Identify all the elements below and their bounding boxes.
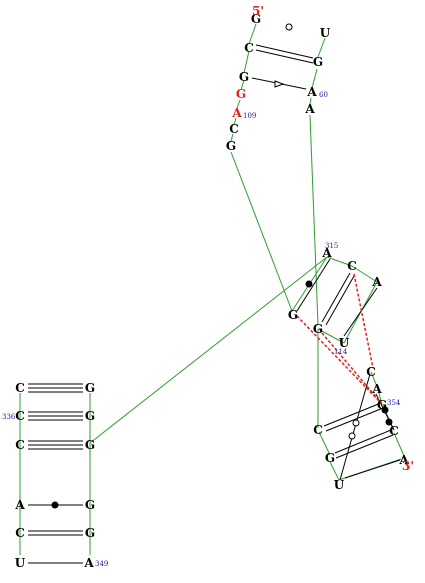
pair-line — [255, 44, 314, 59]
nucleotide: G — [288, 308, 298, 322]
pair-line — [296, 258, 331, 312]
backbone-link — [248, 23, 257, 45]
base-pairs — [28, 44, 401, 564]
nucleotide: C — [15, 438, 25, 452]
backbone-link — [233, 117, 237, 126]
nucleotides: G C G G A C G U G A A A C A G G U C A G … — [14, 12, 409, 570]
nucleotide: A — [83, 556, 94, 570]
open-circle-symbol — [348, 432, 356, 440]
pair-line — [339, 373, 371, 481]
backbone-link — [351, 265, 378, 283]
backbone-link — [243, 50, 250, 74]
nucleotide: A — [398, 453, 409, 467]
open-circle-symbol — [352, 419, 360, 427]
pair-line — [321, 272, 351, 323]
nucleotide: G — [236, 87, 246, 101]
nucleotide: A — [371, 275, 382, 289]
pair-line — [325, 407, 384, 432]
pair-line — [335, 434, 394, 459]
nucleotide: C — [347, 259, 357, 273]
filled-circle-symbol — [305, 280, 313, 288]
nucleotide: U — [334, 478, 345, 492]
nucleotide: A — [304, 102, 315, 116]
backbone-link — [89, 256, 328, 444]
nucleotide: G — [85, 526, 95, 540]
backbone-link — [329, 461, 340, 481]
nucleotide: G — [85, 498, 95, 512]
nucleotide: A — [14, 498, 25, 512]
backbone-link — [240, 79, 245, 91]
nucleotide: G — [85, 409, 95, 423]
nucleotide: C — [15, 409, 25, 423]
nucleotide: A — [231, 106, 242, 120]
pair-line — [323, 402, 382, 427]
nucleotide: C — [15, 526, 25, 540]
pair-symbols — [51, 23, 393, 509]
position-number: 114 — [334, 348, 348, 356]
backbone-link — [311, 68, 318, 89]
nucleotide: G — [313, 322, 323, 336]
backbone-link — [236, 99, 241, 109]
filled-circle-symbol — [385, 418, 393, 426]
nucleotide: G — [313, 55, 323, 69]
position-number: 354 — [387, 399, 401, 407]
nucleotide: G — [85, 381, 95, 395]
nucleotide: G — [377, 398, 387, 412]
filled-circle-symbol — [51, 501, 59, 509]
nucleotide: C — [389, 424, 399, 438]
position-number: 349 — [95, 560, 108, 568]
nucleotide: C — [15, 381, 25, 395]
backbone-link — [370, 371, 379, 390]
nucleotide: C — [229, 122, 239, 136]
backbone-link — [326, 256, 353, 267]
pair-line — [334, 429, 392, 454]
filled-circle-symbol — [381, 406, 389, 414]
nucleotide: U — [15, 556, 26, 570]
backbone-link — [230, 133, 234, 142]
nucleotide: C — [366, 365, 376, 379]
open-circle-symbol — [285, 23, 293, 31]
open-triangle-symbol — [274, 80, 285, 88]
position-number: 315 — [325, 242, 338, 250]
pair-line — [344, 459, 401, 479]
pair-line — [343, 287, 378, 337]
nucleotide: C — [313, 423, 323, 437]
backbone-link — [309, 114, 319, 326]
backbone — [19, 23, 405, 555]
tertiary-interactions — [296, 273, 383, 405]
pair-line — [325, 275, 355, 326]
nucleotide: G — [85, 438, 95, 452]
position-number: 60 — [319, 91, 328, 99]
nucleotide: G — [226, 139, 236, 153]
tertiary-line — [296, 315, 381, 403]
nucleotide: G — [239, 70, 249, 84]
position-number: 336 — [2, 413, 16, 421]
nucleotide: G — [325, 451, 335, 465]
backbone-link — [317, 37, 326, 58]
nucleotide: U — [320, 26, 331, 40]
nucleotide: G — [251, 12, 261, 26]
position-numbers: 60 109 315 114 354 336 349 — [2, 91, 401, 568]
backbone-link — [317, 328, 345, 344]
nucleotide: A — [306, 85, 317, 99]
position-number: 109 — [243, 112, 256, 120]
tertiary-line — [353, 273, 374, 369]
five-prime-label: 5' — [252, 4, 264, 18]
backbone-link — [230, 151, 293, 312]
backbone-link — [393, 432, 405, 457]
nucleotide: A — [371, 382, 382, 396]
nucleotide: U — [339, 336, 350, 350]
backbone-link — [318, 431, 331, 456]
three-prime-label: 3' — [402, 459, 414, 473]
backbone-link — [309, 97, 312, 105]
nucleotide: C — [244, 41, 254, 55]
tertiary-line — [321, 332, 383, 405]
pair-line — [255, 49, 314, 64]
nucleotide: A — [321, 246, 332, 260]
